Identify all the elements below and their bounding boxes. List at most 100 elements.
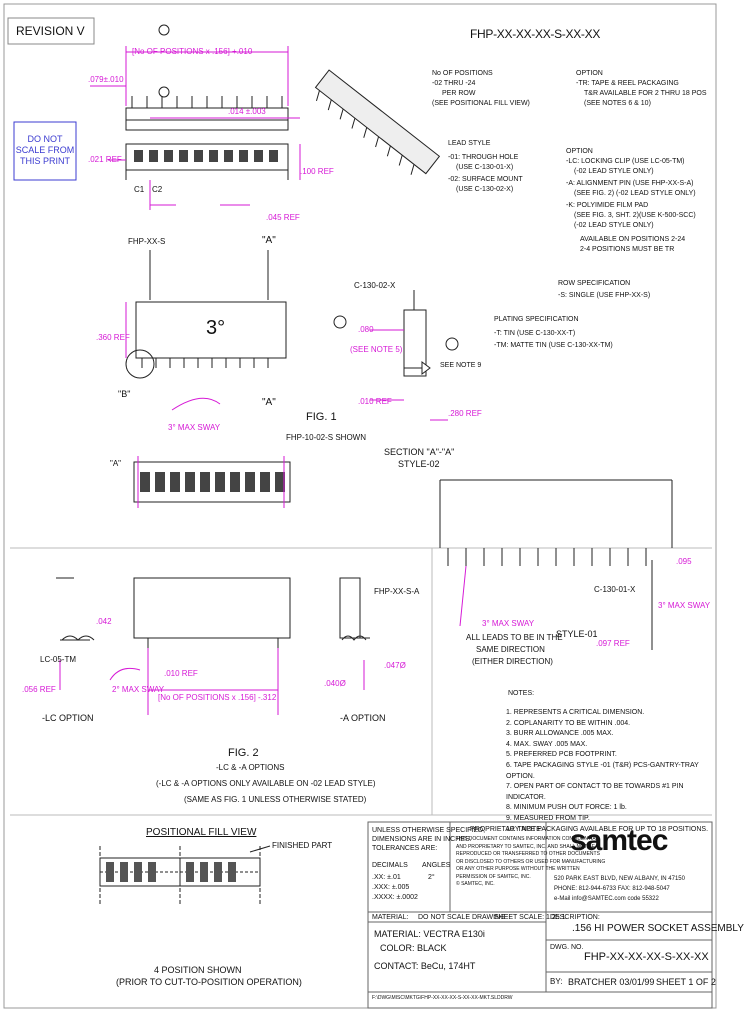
section-title: SECTION "A"-"A" bbox=[384, 447, 455, 457]
decimal-tol: .XXX: ±.005 bbox=[372, 884, 410, 891]
note-item: 2. COPLANARITY TO BE WITHIN .004. bbox=[506, 719, 631, 727]
material-2: COLOR: BLACK bbox=[380, 943, 447, 953]
view-a-bottom: "A" bbox=[262, 397, 276, 408]
angle-tol: 2° bbox=[428, 874, 435, 881]
angle-marker: 3° bbox=[206, 317, 226, 339]
a-option-label: -A OPTION bbox=[340, 713, 386, 723]
lead-style-title: LEAD STYLE bbox=[448, 140, 491, 147]
plating-line: -T: TIN (USE C-130-XX-T) bbox=[494, 330, 576, 337]
note-item: 8. MINIMUM PUSH OUT FORCE: 1 lb. bbox=[506, 804, 627, 812]
fig1-title: FIG. 1 bbox=[306, 411, 337, 423]
row-spec-title: ROW SPECIFICATION bbox=[558, 280, 631, 287]
note-item: 3. BURR ALLOWANCE .005 MAX. bbox=[506, 730, 614, 738]
proprietary-text: THIS DOCUMENT CONTAINS INFORMATION CONFI… bbox=[456, 836, 606, 887]
view-b: "B" bbox=[118, 389, 131, 399]
option2-title: OPTION bbox=[566, 148, 593, 155]
top-view-connector bbox=[125, 96, 289, 180]
by-label: BY: bbox=[550, 977, 563, 986]
fig1-sway: 3° MAX SWAY bbox=[168, 423, 221, 432]
note-item: 4. MAX. SWAY .005 MAX. bbox=[506, 740, 588, 748]
fill-view bbox=[99, 845, 271, 906]
dim-095: .095 bbox=[676, 557, 692, 566]
note-item: 7. OPEN PART OF CONTACT TO BE TOWARDS #1… bbox=[506, 783, 684, 801]
leads-note: ALL LEADS TO BE IN THE bbox=[466, 633, 563, 642]
notes-list: 1. REPRESENTS A CRITICAL DIMENSION. 2. C… bbox=[506, 708, 720, 835]
option2-line: (-02 LEAD STYLE ONLY) bbox=[574, 168, 654, 175]
style01-label: STYLE-01 bbox=[556, 629, 598, 639]
view-a-left: "A" bbox=[110, 459, 122, 468]
isometric-connector bbox=[314, 69, 441, 175]
option1-title: OPTION bbox=[576, 70, 603, 77]
dim-045: .045 REF bbox=[266, 213, 300, 222]
title-block bbox=[367, 821, 713, 1009]
option2-line: (SEE FIG. 3, SHT. 2)(USE K-500-SCC) bbox=[574, 212, 696, 219]
dim-080: .080 bbox=[358, 325, 374, 334]
positions-line: PER ROW bbox=[442, 90, 476, 97]
fig2-sway: 2° MAX SWAY bbox=[112, 685, 165, 694]
finished-part-label: FINISHED PART bbox=[272, 841, 333, 850]
fig1-body-label: FHP-XX-S bbox=[128, 237, 166, 246]
proprietary-title: PROPRIETARY NOTE bbox=[470, 826, 541, 833]
leads-note: SAME DIRECTION bbox=[476, 645, 545, 654]
option2-line: -K: POLYIMIDE FILM PAD bbox=[566, 202, 649, 209]
fig2-formula: [No OF POSITIONS x .156] -.312 bbox=[158, 693, 277, 702]
positions-line: -02 THRU -24 bbox=[432, 80, 476, 87]
label-c130: C-130-02-X bbox=[354, 281, 396, 290]
tolerance-block: UNLESS OTHERWISE SPECIFIED,DIMENSIONS AR… bbox=[372, 827, 486, 852]
option2-line: (SEE FIG. 2) (-02 LEAD STYLE ONLY) bbox=[574, 190, 696, 197]
dim-360: .360 REF bbox=[96, 333, 130, 342]
bottom-view bbox=[133, 456, 291, 508]
material-3: CONTACT: BeCu, 174HT bbox=[374, 961, 476, 971]
fill-view-title: POSITIONAL FILL VIEW bbox=[146, 827, 257, 838]
dwg-label: DWG. NO. bbox=[550, 944, 584, 951]
option2-line: -A: ALIGNMENT PIN (USE FHP-XX-S-A) bbox=[566, 180, 694, 187]
dim-040: .040Ø bbox=[324, 679, 346, 688]
lead-style-line: -02: SURFACE MOUNT bbox=[448, 176, 523, 183]
revision-label: REVISION V bbox=[16, 24, 85, 38]
material-label: MATERIAL: bbox=[372, 914, 409, 921]
lead-style-line: (USE C-130-02-X) bbox=[456, 186, 514, 193]
option1-line: (SEE NOTES 6 & 10) bbox=[584, 100, 651, 107]
fill-caption-1: 4 POSITION SHOWN bbox=[154, 965, 242, 975]
fig2-sub1: -LC & -A OPTIONS bbox=[216, 763, 285, 772]
do-not-scale: DO NOT SCALE DRAWING bbox=[418, 914, 506, 921]
dim-021: .021 REF bbox=[88, 155, 122, 164]
section-sub: STYLE-02 bbox=[398, 459, 440, 469]
description: .156 HI POWER SOCKET ASSEMBLY bbox=[572, 923, 744, 934]
leads-sway: 3° MAX SWAY bbox=[482, 619, 535, 628]
dim-097: .097 REF bbox=[596, 639, 630, 648]
material-1: MATERIAL: VECTRA E130i bbox=[374, 929, 485, 939]
fig2-title: FIG. 2 bbox=[228, 747, 259, 759]
positions-line: (SEE POSITIONAL FILL VIEW) bbox=[432, 100, 530, 107]
section-view bbox=[439, 479, 673, 650]
lead-style-line: (USE C-130-01-X) bbox=[456, 164, 514, 171]
sheet-number: SHEET 1 OF 2 bbox=[656, 977, 716, 987]
part-code: FHP-XX-XX-XX-S-XX-XX bbox=[470, 27, 601, 41]
decimal-tol: .XXXX: ±.0002 bbox=[372, 894, 418, 901]
lead-style-line: -01: THROUGH HOLE bbox=[448, 154, 519, 161]
notes-title: NOTES: bbox=[508, 690, 535, 697]
view-a-top: "A" bbox=[262, 235, 276, 246]
fig2-views bbox=[56, 577, 370, 648]
note-item: 10. TAPE PACKAGING AVAILABLE FOR UP TO 1… bbox=[506, 825, 709, 833]
contact-profile bbox=[333, 290, 459, 377]
option2-line: AVAILABLE ON POSITIONS 2-24 bbox=[580, 236, 686, 243]
see-note-5: (SEE NOTE 5) bbox=[350, 345, 403, 354]
dim-014: .014 ±.003 bbox=[228, 107, 266, 116]
label-c1: C1 bbox=[134, 185, 145, 194]
label-fhp-a: FHP-XX-S-A bbox=[374, 587, 420, 596]
dim-056: .056 REF bbox=[22, 685, 56, 694]
fill-caption-2: (PRIOR TO CUT-TO-POSITION OPERATION) bbox=[116, 977, 302, 987]
dim-top-formula: [No OF POSITIONS x .156] +.010 bbox=[132, 47, 253, 56]
dim-047: .047Ø bbox=[384, 661, 406, 670]
label-c13001: C-130-01-X bbox=[594, 585, 636, 594]
dim-079: .079±.010 bbox=[88, 75, 124, 84]
style01-sway: 3° MAX SWAY bbox=[658, 601, 711, 610]
dwg-number: FHP-XX-XX-XX-S-XX-XX bbox=[584, 951, 709, 963]
leads-note: (EITHER DIRECTION) bbox=[472, 657, 553, 666]
plating-title: PLATING SPECIFICATION bbox=[494, 316, 579, 323]
option1-line: -TR: TAPE & REEL PACKAGING bbox=[576, 80, 679, 87]
fig2-sub3: (SAME AS FIG. 1 UNLESS OTHERWISE STATED) bbox=[184, 795, 367, 804]
description-label: DESCRIPTION: bbox=[550, 914, 600, 921]
label-lc05: LC-05-TM bbox=[40, 655, 77, 664]
